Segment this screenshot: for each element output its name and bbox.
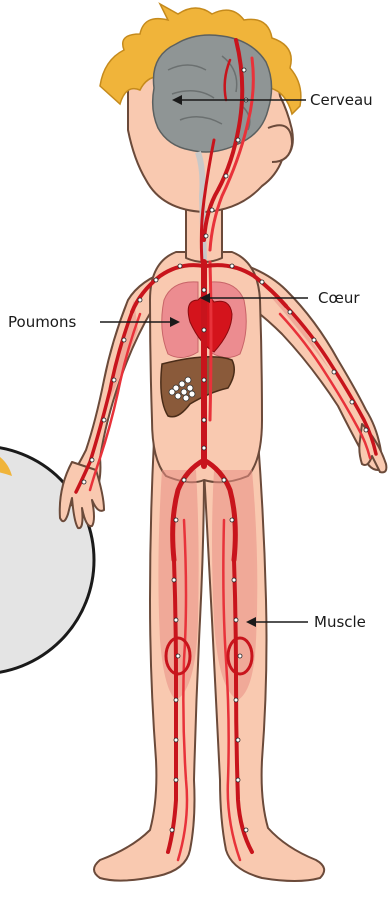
- label-brain: Cerveau: [310, 91, 373, 109]
- body-silhouette: [60, 22, 387, 881]
- label-heart: Cœur: [318, 289, 360, 307]
- label-muscle: Muscle: [314, 613, 366, 631]
- label-lungs: Poumons: [8, 313, 76, 331]
